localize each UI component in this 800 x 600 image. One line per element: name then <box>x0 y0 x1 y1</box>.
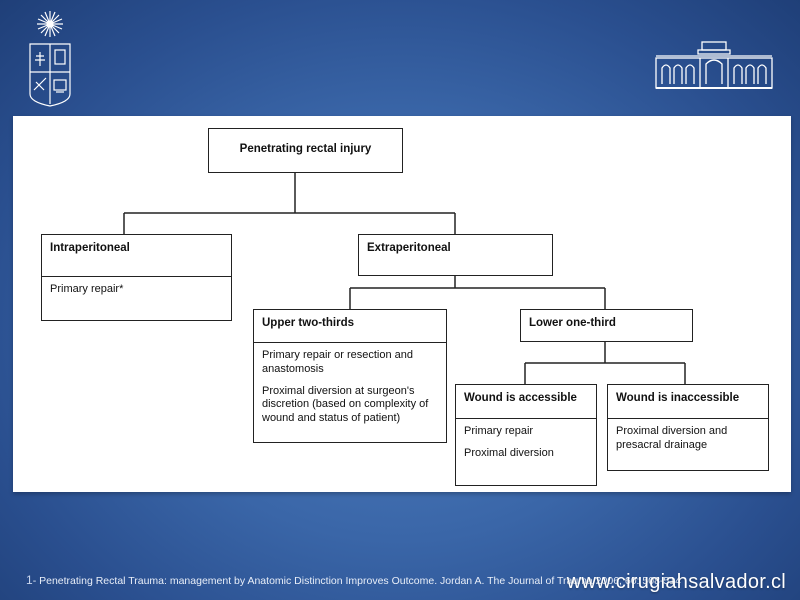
lower-one-third-node: Lower one-third <box>520 309 693 342</box>
root-node: Penetrating rectal injury <box>208 128 403 173</box>
accessible-item-2: Proximal diversion <box>464 446 554 459</box>
inaccessible-item-1: Proximal diversion and presacral drainag… <box>616 425 728 451</box>
reference-number: 1 <box>26 573 33 587</box>
wound-inaccessible-node: Wound is inaccessible Proximal diversion… <box>607 384 769 471</box>
website-url: www.cirugiahsalvador.cl <box>566 571 786 593</box>
reference-footnote: 1- Penetrating Rectal Trauma: management… <box>26 573 681 587</box>
extraperitoneal-node: Extraperitoneal <box>358 234 553 276</box>
intraperitoneal-item: Primary repair* <box>50 283 124 295</box>
upper-item-1: Primary repair or resection and anastomo… <box>262 349 414 375</box>
wound-accessible-title: Wound is accessible <box>456 385 596 419</box>
intraperitoneal-title: Intraperitoneal <box>42 235 231 277</box>
hospital-building-icon <box>652 40 776 92</box>
wound-inaccessible-title: Wound is inaccessible <box>608 385 768 419</box>
upper-item-2: Proximal diversion at surgeon's discreti… <box>262 384 429 425</box>
upper-two-thirds-node: Upper two-thirds Primary repair or resec… <box>253 309 447 443</box>
university-crest-icon <box>26 8 74 108</box>
connector-lines <box>123 173 686 384</box>
wound-accessible-node: Wound is accessible Primary repair Proxi… <box>455 384 597 486</box>
reference-text: - Penetrating Rectal Trauma: management … <box>32 575 681 587</box>
upper-two-thirds-title: Upper two-thirds <box>254 310 446 343</box>
root-label: Penetrating rectal injury <box>239 143 372 155</box>
lower-one-third-title: Lower one-third <box>529 317 616 329</box>
flowchart-panel: Penetrating rectal injury Intraperitonea… <box>13 116 791 492</box>
extraperitoneal-title: Extraperitoneal <box>367 242 451 254</box>
accessible-item-1: Primary repair <box>464 425 534 437</box>
intraperitoneal-node: Intraperitoneal Primary repair* <box>41 234 232 321</box>
